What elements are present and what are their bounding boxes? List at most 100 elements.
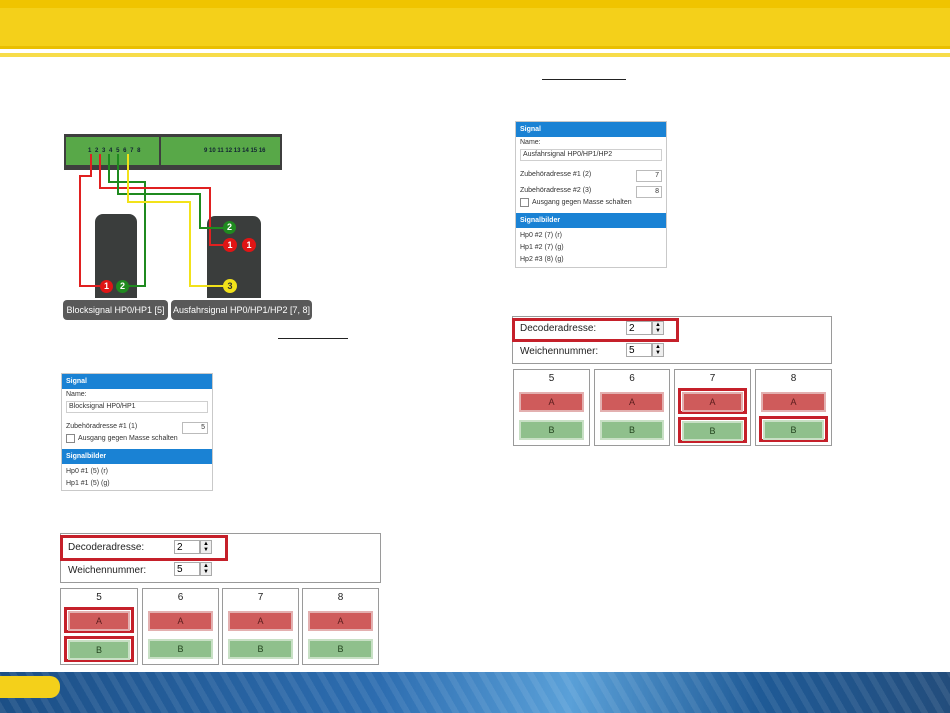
panel-header: Signal xyxy=(516,122,666,137)
wire-red-left xyxy=(79,154,100,287)
wire-green-left xyxy=(108,154,146,287)
terminal-numbers-right: 9 10 11 12 13 14 15 16 xyxy=(204,148,266,154)
signalbild-item[interactable]: Hp0 #1 (5) (r) xyxy=(66,468,109,475)
switch-button-b[interactable]: B xyxy=(308,639,373,659)
switch-button-b[interactable]: B xyxy=(228,639,293,659)
switch-column-5: 5 A B xyxy=(60,588,138,665)
switch-button-a[interactable]: A xyxy=(228,611,293,631)
switch-button-a[interactable]: A xyxy=(68,611,130,631)
switch-column-6: 6 A B xyxy=(142,588,219,665)
switch-button-a[interactable]: A xyxy=(308,611,373,631)
signalbilder-header: Signalbilder xyxy=(516,213,666,228)
ground-checkbox-row[interactable]: Ausgang gegen Masse schalten xyxy=(516,197,666,209)
column-number: 5 xyxy=(96,592,102,603)
name-label: Name: xyxy=(520,139,541,146)
wire-green-right xyxy=(117,154,225,229)
terminal-bank-left xyxy=(66,137,159,165)
column-number: 7 xyxy=(257,592,264,603)
switch-button-a[interactable]: A xyxy=(682,392,743,412)
panel-header: Signal xyxy=(62,374,212,389)
signalbild-item[interactable]: Hp2 #3 (8) (g) xyxy=(520,256,564,263)
decoder-address-label: Decoderadresse: xyxy=(520,323,597,334)
column-number: 8 xyxy=(337,592,344,603)
link-underline-left[interactable] xyxy=(278,338,348,339)
decoder-address-label: Decoderadresse: xyxy=(68,542,145,553)
decoder-address-input[interactable]: 2 xyxy=(174,540,200,554)
address-label: Zubehöradresse #1 (1) xyxy=(66,423,138,430)
header-top-line xyxy=(0,0,950,8)
name-label: Name: xyxy=(66,391,87,398)
header-subline xyxy=(0,53,950,57)
switch-button-b[interactable]: B xyxy=(519,420,584,440)
signal-dot-green: 2 xyxy=(223,221,236,234)
switch-column-8: 8 A B xyxy=(302,588,379,665)
switch-button-b[interactable]: B xyxy=(682,421,743,441)
signal-dot-red: 1 xyxy=(242,238,256,252)
name-input[interactable]: Ausfahrsignal HP0/HP1/HP2 xyxy=(520,149,662,161)
highlight-frame: B xyxy=(759,416,828,442)
highlight-frame xyxy=(60,535,228,561)
page-number-tab xyxy=(0,676,60,698)
signal-settings-panel-right: Signal Name: Ausfahrsignal HP0/HP1/HP2 Z… xyxy=(515,121,667,268)
wiring-lines xyxy=(79,154,225,287)
signal-dot-red: 1 xyxy=(100,280,113,293)
switch-button-b[interactable]: B xyxy=(600,420,664,440)
switch-button-a[interactable]: A xyxy=(148,611,213,631)
switch-number-stepper[interactable]: ▲▼ xyxy=(200,562,212,576)
footer-band xyxy=(0,672,950,713)
signalbild-item[interactable]: Hp0 #2 (7) (r) xyxy=(520,232,563,239)
switch-button-a[interactable]: A xyxy=(761,392,826,412)
switch-button-b[interactable]: B xyxy=(68,640,130,660)
switch-button-b[interactable]: B xyxy=(148,639,213,659)
signalbild-item[interactable]: Hp1 #1 (5) (g) xyxy=(66,480,110,487)
ground-checkbox-row[interactable]: Ausgang gegen Masse schalten xyxy=(62,433,212,445)
address-row-1: Zubehöradresse #1 (2) 7 xyxy=(516,169,666,182)
switch-button-a[interactable]: A xyxy=(600,392,664,412)
signal-dot-red: 1 xyxy=(223,238,237,252)
decoder-address-stepper[interactable]: ▲▼ xyxy=(652,321,664,335)
switch-column-8: 8 A B xyxy=(755,369,832,446)
address-row: Zubehöradresse #1 (1) 5 xyxy=(62,421,212,434)
checkbox-label: Ausgang gegen Masse schalten xyxy=(532,199,632,206)
ground-checkbox[interactable] xyxy=(66,433,75,443)
terminal-bank-right xyxy=(161,137,280,165)
decoder-address-stepper[interactable]: ▲▼ xyxy=(200,540,212,554)
address-row-2: Zubehöradresse #2 (3) 8 xyxy=(516,185,666,198)
header-edge xyxy=(0,46,950,49)
signal-dot-yellow: 3 xyxy=(223,279,237,293)
switch-button-b[interactable]: B xyxy=(763,420,824,440)
column-number: 6 xyxy=(629,373,635,384)
switch-number-input[interactable]: 5 xyxy=(626,343,652,357)
column-number: 5 xyxy=(548,373,555,384)
address-label: Zubehöradresse #2 (3) xyxy=(520,187,592,194)
signalbild-item[interactable]: Hp1 #2 (7) (g) xyxy=(520,244,564,251)
address-spinner[interactable]: 5 xyxy=(182,422,208,434)
highlight-frame xyxy=(512,318,679,342)
name-input[interactable]: Blocksignal HP0/HP1 xyxy=(66,401,208,413)
switch-column-7: 7 A B xyxy=(674,369,751,446)
wire-red-right xyxy=(99,154,225,246)
signalbilder-header: Signalbilder xyxy=(62,449,212,464)
switch-number-label: Weichennummer: xyxy=(68,565,147,576)
highlight-frame: A xyxy=(678,388,747,414)
column-number: 7 xyxy=(709,373,716,384)
decoder-address-input[interactable]: 2 xyxy=(626,321,652,335)
switch-column-6: 6 A B xyxy=(594,369,670,446)
address-label: Zubehöradresse #1 (2) xyxy=(520,171,592,178)
checkbox-label: Ausgang gegen Masse schalten xyxy=(78,435,178,442)
terminal-block: 1 2 3 4 5 6 7 8 9 10 11 12 13 14 15 16 xyxy=(64,134,282,170)
switch-button-a[interactable]: A xyxy=(519,392,584,412)
signal-label-block: Blocksignal HP0/HP1 [5] xyxy=(63,300,168,320)
switch-number-input[interactable]: 5 xyxy=(174,562,200,576)
address-spinner[interactable]: 8 xyxy=(636,186,662,198)
address-spinner[interactable]: 7 xyxy=(636,170,662,182)
column-number: 8 xyxy=(790,373,797,384)
signal-dot-green: 2 xyxy=(116,280,129,293)
signal-settings-panel-left: Signal Name: Blocksignal HP0/HP1 Zubehör… xyxy=(61,373,213,491)
terminal-numbers-left: 1 2 3 4 5 6 7 8 xyxy=(88,148,142,154)
switch-number-stepper[interactable]: ▲▼ xyxy=(652,343,664,357)
highlight-frame: A xyxy=(64,607,134,633)
link-underline-right[interactable] xyxy=(542,79,626,80)
signal-label-exit: Ausfahrsignal HP0/HP1/HP2 [7, 8] xyxy=(171,300,312,320)
ground-checkbox[interactable] xyxy=(520,197,529,207)
